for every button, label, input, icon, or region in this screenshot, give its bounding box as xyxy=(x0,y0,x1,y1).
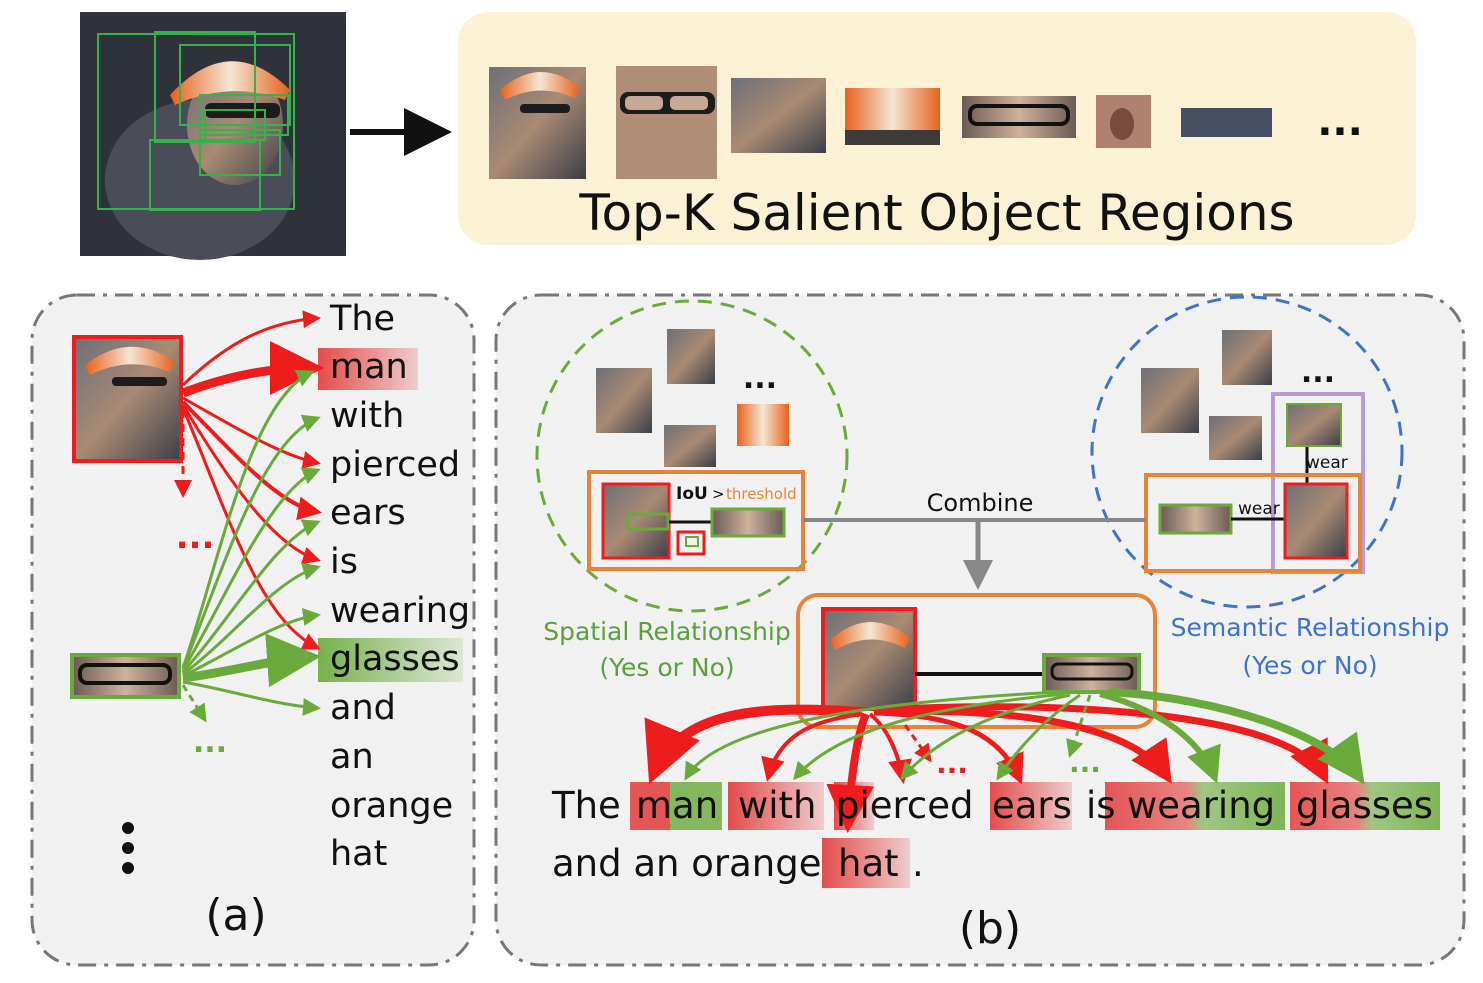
semantic-edge-vertical: wear xyxy=(1306,453,1348,473)
word-hat: hat xyxy=(330,834,387,874)
panel-a-label: (a) xyxy=(205,890,266,941)
combine-connector: Combine xyxy=(803,489,1146,590)
sentence-word-pierced: pierced xyxy=(836,784,974,827)
regions-banner: ... Top-K Salient Object Regions xyxy=(458,12,1416,245)
banner-title: Top-K Salient Object Regions xyxy=(578,184,1294,242)
iou-threshold: threshold xyxy=(726,485,797,503)
word-glasses: glasses xyxy=(330,639,460,679)
sentence-word-man: man xyxy=(636,784,718,827)
word-wearing: wearing xyxy=(330,591,470,631)
panel-b-red-ellipsis: ... xyxy=(936,747,968,780)
region-thumbnail xyxy=(1181,108,1272,137)
region-thumbnail xyxy=(489,67,586,179)
panel-b-green-ellipsis: ... xyxy=(1069,746,1101,779)
word-pierced: pierced xyxy=(330,445,460,485)
panel-a-glasses-region xyxy=(70,653,181,699)
iou-label: IoU xyxy=(676,484,708,504)
sentence-line2-start: and an orange xyxy=(552,842,821,885)
panel-a-green-arrows xyxy=(181,370,321,723)
spatial-node xyxy=(737,404,789,446)
word-man: man xyxy=(330,347,408,387)
panel-a-person-region xyxy=(72,335,183,463)
sentence-word-ears: ears xyxy=(992,784,1072,827)
sentence-word-wearing: wearing xyxy=(1127,784,1275,827)
sentence-highlights xyxy=(630,782,1440,888)
word-the: The xyxy=(329,299,395,339)
sentence-word-the: The xyxy=(551,784,621,827)
spatial-ellipsis: ... xyxy=(743,361,777,396)
semantic-pair-box xyxy=(1144,473,1362,573)
iou-gt: > xyxy=(712,485,725,503)
combined-graph xyxy=(796,593,1157,729)
region-thumbnail xyxy=(731,78,826,153)
panel-a: The man with pierced ears is wearing gla… xyxy=(30,293,476,967)
spatial-node xyxy=(664,425,716,467)
panel-b-green-arrows xyxy=(684,688,1365,785)
word-an: an xyxy=(330,737,374,777)
regions-ellipsis: ... xyxy=(1317,99,1363,145)
combine-label: Combine xyxy=(927,489,1034,517)
highlight-man xyxy=(318,348,418,390)
region-thumbnail xyxy=(845,88,940,145)
word-orange: orange xyxy=(330,786,453,826)
semantic-node xyxy=(1209,416,1262,460)
input-image xyxy=(80,12,346,260)
region-thumbnail xyxy=(962,96,1076,138)
semantic-node xyxy=(1222,330,1272,385)
panel-a-vertical-ellipsis xyxy=(122,822,134,874)
highlight-glasses xyxy=(318,638,463,682)
semantic-ellipsis: ... xyxy=(1301,355,1335,390)
semantic-title: Semantic Relationship xyxy=(1171,613,1450,642)
panel-b: ... IoU > threshold Spatial Relationship… xyxy=(494,293,1466,967)
panel-a-red-ellipsis: ... xyxy=(176,517,215,557)
sentence-word-is: is xyxy=(1086,784,1116,827)
word-ears: ears xyxy=(330,493,406,533)
spatial-node xyxy=(667,329,715,384)
sentence-word-hat: hat xyxy=(838,842,899,885)
panel-b-label: (b) xyxy=(959,903,1021,954)
semantic-graph: ... wear wear Semantic Relationship (Yes… xyxy=(1090,295,1450,680)
sentence-word-with: with xyxy=(738,784,817,827)
word-and: and xyxy=(330,688,396,728)
panel-a-green-ellipsis: ... xyxy=(193,725,227,760)
spatial-node xyxy=(596,368,652,433)
semantic-subtitle: (Yes or No) xyxy=(1242,651,1377,680)
semantic-node xyxy=(1141,368,1199,433)
sentence-word-glasses: glasses xyxy=(1296,784,1433,827)
word-with: with xyxy=(330,396,404,436)
sentence-period: . xyxy=(912,842,924,885)
word-is: is xyxy=(330,542,358,582)
caption-sentence: The man with pierced ears is wearing gla… xyxy=(551,784,1433,885)
region-thumbnail xyxy=(1096,95,1151,148)
spatial-title: Spatial Relationship xyxy=(543,617,791,646)
semantic-edge-horizontal: wear xyxy=(1238,499,1280,519)
region-thumbnail xyxy=(616,66,717,179)
spatial-graph: ... IoU > threshold Spatial Relationship… xyxy=(535,299,849,682)
spatial-subtitle: (Yes or No) xyxy=(599,653,734,682)
